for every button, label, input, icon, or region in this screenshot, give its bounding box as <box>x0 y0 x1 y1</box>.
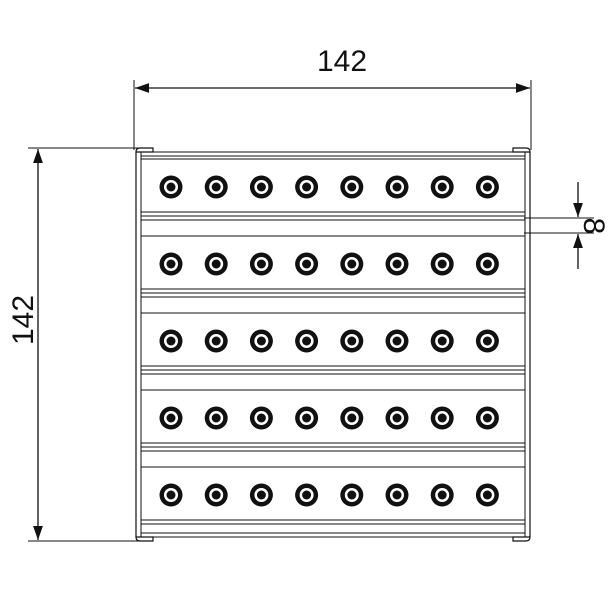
hole-inner <box>437 259 447 269</box>
panel <box>135 147 531 542</box>
hole <box>295 483 319 507</box>
hole-inner <box>392 336 402 346</box>
hole-inner <box>392 182 402 192</box>
hole-inner <box>347 182 357 192</box>
hole-inner <box>302 336 312 346</box>
hole <box>159 252 183 276</box>
hole-inner <box>302 259 312 269</box>
hole <box>295 406 319 430</box>
hole <box>204 175 228 199</box>
hole-inner <box>256 259 266 269</box>
hole-inner <box>437 490 447 500</box>
hole <box>249 329 273 353</box>
width-label: 142 <box>317 45 367 78</box>
hole <box>159 329 183 353</box>
hole <box>385 406 409 430</box>
hole <box>204 483 228 507</box>
height-dimension: 142 <box>7 147 140 542</box>
hole <box>340 406 364 430</box>
hole-inner <box>392 413 402 423</box>
hole <box>204 252 228 276</box>
hole <box>249 252 273 276</box>
hole <box>430 329 454 353</box>
hole <box>340 483 364 507</box>
hole-inner <box>437 336 447 346</box>
hole <box>385 483 409 507</box>
hole-inner <box>437 413 447 423</box>
hole-inner <box>166 182 176 192</box>
hole-inner <box>437 182 447 192</box>
hole <box>430 406 454 430</box>
hole <box>475 406 499 430</box>
hole <box>204 329 228 353</box>
strips <box>141 158 525 525</box>
hole-inner <box>302 413 312 423</box>
hole <box>385 175 409 199</box>
hole <box>295 175 319 199</box>
gap-label: 8 <box>577 218 610 235</box>
hole <box>204 406 228 430</box>
hole-inner <box>302 182 312 192</box>
hole <box>159 175 183 199</box>
strip <box>141 312 525 375</box>
strip <box>141 466 525 525</box>
hole <box>430 252 454 276</box>
hole <box>475 329 499 353</box>
hole <box>159 483 183 507</box>
hole-inner <box>256 336 266 346</box>
hole <box>249 406 273 430</box>
hole <box>159 406 183 430</box>
hole <box>475 252 499 276</box>
hole-inner <box>482 490 492 500</box>
hole-inner <box>347 336 357 346</box>
hole <box>295 252 319 276</box>
hole-inner <box>166 413 176 423</box>
hole-inner <box>347 490 357 500</box>
hole-inner <box>392 259 402 269</box>
hole <box>430 483 454 507</box>
strip <box>141 235 525 298</box>
hole-inner <box>211 336 221 346</box>
hole-inner <box>256 490 266 500</box>
hole-inner <box>482 413 492 423</box>
hole <box>475 483 499 507</box>
strip <box>141 158 525 221</box>
hole <box>249 483 273 507</box>
hole <box>340 175 364 199</box>
hole-inner <box>256 413 266 423</box>
hole-inner <box>347 259 357 269</box>
hole <box>385 252 409 276</box>
hole <box>475 175 499 199</box>
hole-inner <box>392 490 402 500</box>
strip <box>141 389 525 452</box>
hole-inner <box>211 259 221 269</box>
panel-outline <box>135 147 531 542</box>
hole <box>340 252 364 276</box>
width-dimension: 142 <box>133 45 532 150</box>
hole <box>340 329 364 353</box>
hole-inner <box>347 413 357 423</box>
hole-inner <box>482 259 492 269</box>
hole-inner <box>211 490 221 500</box>
hole-inner <box>482 182 492 192</box>
hole <box>385 329 409 353</box>
hole-inner <box>211 182 221 192</box>
hole <box>430 175 454 199</box>
height-label: 142 <box>7 295 40 345</box>
gap-dimension: 8 <box>524 182 610 269</box>
hole-inner <box>211 413 221 423</box>
hole-inner <box>256 182 266 192</box>
hole <box>295 329 319 353</box>
hole-inner <box>302 490 312 500</box>
hole <box>249 175 273 199</box>
hole-inner <box>166 259 176 269</box>
hole-inner <box>482 336 492 346</box>
hole-inner <box>166 490 176 500</box>
hole-inner <box>166 336 176 346</box>
